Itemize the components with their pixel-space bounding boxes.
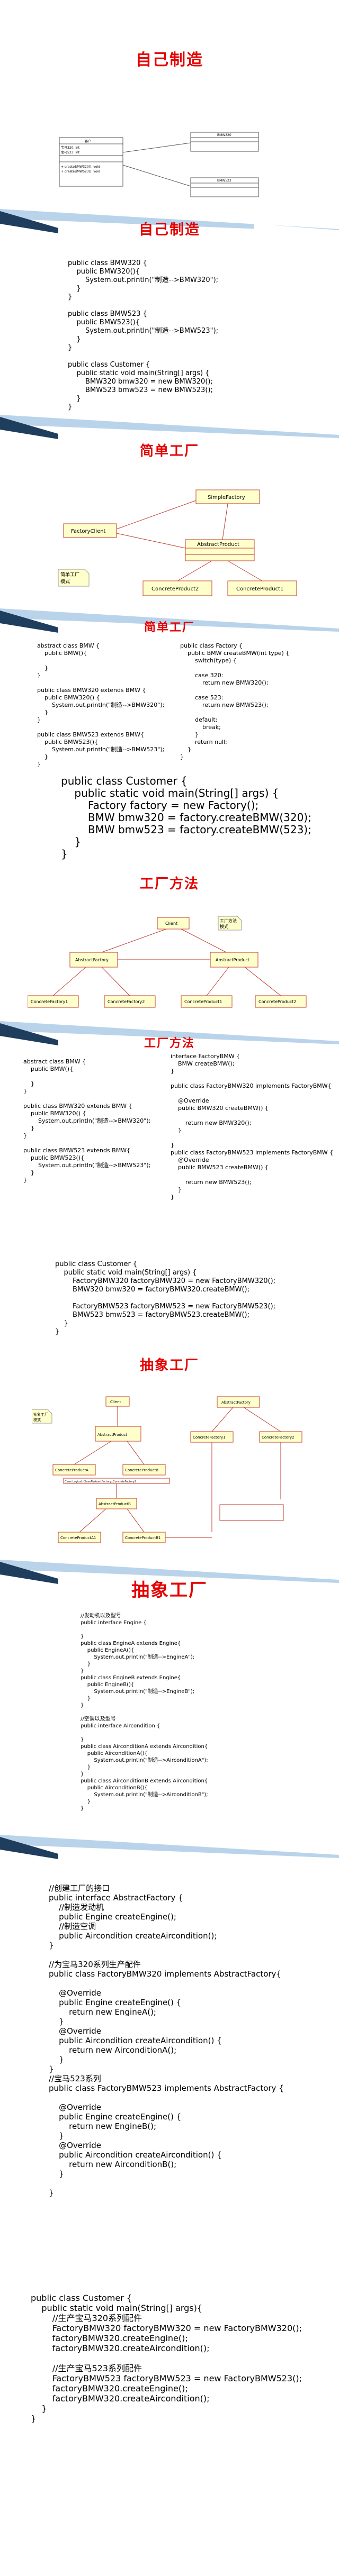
code-block-method-factory: interface FactoryBMW { BMW createBMW(); … — [171, 1053, 334, 1200]
uml-note-line2: 模式 — [220, 924, 228, 929]
uml-class-abstract-product-b: AbstractProductB — [99, 1502, 131, 1506]
code-block-simple-bmw: abstract class BMW { public BMW(){ } } p… — [37, 642, 165, 768]
uml-class-abstract-factory: AbstractFactory — [221, 1400, 251, 1405]
code-block-abstract-parts: //发动机以及型号 public interface Engine { } pu… — [81, 1613, 208, 1812]
uml-class-factory-client: FactoryClient — [71, 529, 106, 534]
slide-title-simple-factory-code: 简单工厂 — [144, 621, 195, 634]
uml-class-concrete-product-a1: ConcreteProductA1 — [60, 1536, 96, 1540]
uml-note-line1: 简单工厂 — [60, 571, 79, 578]
slide-title-abstract-factory-code: 抽象工厂 — [131, 1580, 208, 1601]
uml-class-concrete-factory1: ConcreteFactory1 — [193, 1435, 226, 1440]
uml-class-concrete-product2: ConcreteProduct2 — [258, 999, 297, 1004]
slide-separator — [0, 1835, 339, 1859]
code-block-method-bmw: abstract class BMW { public BMW(){ } } p… — [23, 1058, 151, 1184]
uml-class-concrete-factory2: ConcreteFactory2 — [262, 1435, 295, 1440]
slide-title-factory-method: 工厂方法 — [139, 876, 199, 892]
uml-class-concrete-product1: ConcreteProduct1 — [184, 999, 222, 1004]
code-block-self-made: public class BMW320 { public BMW320(){ S… — [68, 259, 219, 411]
code-block-abstract-factories: //创建工厂的接口 public interface AbstractFacto… — [49, 1883, 284, 2198]
uml-class-bmw320: BMW320 — [217, 133, 231, 137]
code-block-simple-factory: public class Factory { public BMW create… — [180, 642, 290, 760]
uml-class-client: Client — [110, 1400, 121, 1404]
uml-class-concrete-product-a: ConcreteProductA — [55, 1468, 88, 1472]
slide-title-simple-factory: 简单工厂 — [139, 443, 199, 459]
uml-diagram-self-made: 客户 宝马320: int 宝马523: int + createBMW320(… — [59, 132, 259, 197]
uml-class-abstract-product: AbstractProduct — [97, 1433, 127, 1437]
uml-comment-label: Class Logical::ClassAbstractFactory::Con… — [65, 1480, 136, 1483]
uml-diagram-abstract-factory: Client AbstractProduct ConcreteProductA … — [32, 1396, 302, 1543]
uml-class-concrete-factory2: ConcreteFactory2 — [108, 999, 145, 1004]
uml-note-line2: 模式 — [60, 578, 70, 585]
uml-class-abstract-factory: AbstractFactory — [75, 958, 109, 962]
uml-class-concrete-factory1: ConcreteFactory1 — [31, 999, 68, 1004]
slide-separator — [0, 608, 339, 633]
uml-class-concrete-product2: ConcreteProduct2 — [151, 586, 199, 592]
uml-diagram-simple-factory: FactoryClient SimpleFactory AbstractProd… — [58, 489, 297, 596]
uml-class-client: Client — [165, 921, 177, 926]
code-block-abstract-customer: public class Customer { public static vo… — [31, 2293, 302, 2424]
slide-title-self-made-code: 自己制造 — [139, 222, 200, 238]
uml-field-2: 宝马523: int — [61, 150, 80, 154]
uml-class-abstract-product: AbstractProduct — [197, 542, 239, 548]
uml-note-line1: 工厂方法 — [220, 918, 237, 923]
uml-diagram-factory-method: Client AbstractFactory AbstractProduct C… — [28, 916, 307, 1008]
uml-method-1: + createBMW320(): void — [61, 165, 100, 169]
uml-class-bmw523: BMW523 — [217, 179, 231, 183]
uml-class-concrete-product-b: ConcreteProductB — [125, 1468, 158, 1472]
uml-class-concrete-product1: ConcreteProduct1 — [236, 586, 283, 592]
slide-title-self-made: 自己制造 — [136, 51, 203, 69]
slide-separator — [0, 1021, 339, 1045]
uml-note-line2: 模式 — [33, 1417, 41, 1422]
uml-field-1: 宝马320: int — [61, 145, 80, 150]
slide-separator — [0, 1560, 339, 1584]
uml-class-client: 客户 — [85, 139, 91, 143]
slide-separator — [0, 415, 339, 439]
code-block-method-customer: public class Customer { public static vo… — [55, 1260, 276, 1336]
slide-title-abstract-factory: 抽象工厂 — [139, 1358, 199, 1373]
uml-method-2: + createBMW523(): void — [61, 170, 100, 174]
uml-class-simple-factory: SimpleFactory — [208, 495, 245, 500]
slide-title-factory-method-code: 工厂方法 — [144, 1037, 195, 1050]
uml-note-line1: 抽象工厂 — [33, 1412, 48, 1417]
code-block-simple-customer: public class Customer { public static vo… — [61, 775, 311, 860]
uml-class-concrete-product-b1: ConcreteProductB1 — [125, 1536, 160, 1540]
slide-separator — [0, 209, 339, 239]
uml-class-abstract-product: AbstractProduct — [216, 958, 249, 962]
